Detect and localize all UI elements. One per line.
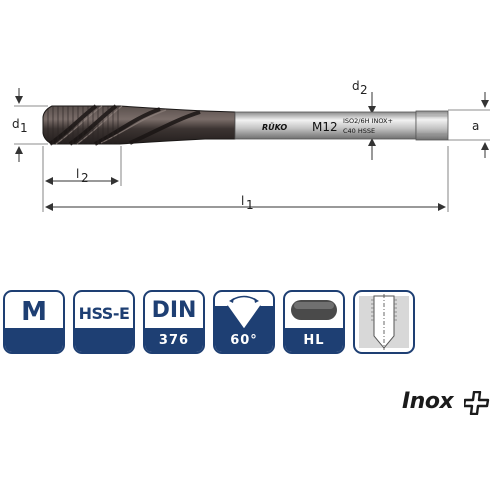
plus-icon xyxy=(464,391,490,415)
badge-din-text: DIN xyxy=(151,298,197,323)
property-badges: M HSS-E DIN 376 60° HL xyxy=(3,290,497,356)
badge-thread-m: M xyxy=(3,290,65,354)
badge-m-text: M xyxy=(21,297,47,327)
extension-lines xyxy=(14,105,490,212)
dimension-l1: l 1 xyxy=(45,194,446,212)
dimension-a: a xyxy=(472,92,489,158)
badge-material-hsse: HSS-E xyxy=(73,290,135,354)
d2-subscript: 2 xyxy=(360,83,368,97)
tool-spec-line1: ISO2/6H INOX+ xyxy=(343,117,393,125)
dimension-d2: d 2 xyxy=(352,79,376,160)
inox-plus-logo: Inox xyxy=(402,389,496,419)
a-label: a xyxy=(472,119,479,133)
badge-band xyxy=(5,328,63,352)
badge-band xyxy=(145,328,203,352)
badge-din-number: 376 xyxy=(158,333,190,348)
tool-size-engraving: M12 xyxy=(312,120,338,134)
l1-label: l xyxy=(241,194,244,208)
badge-hl-text: HL xyxy=(303,333,325,348)
d1-subscript: 1 xyxy=(20,121,28,135)
tool-brand-engraving: RÜKO xyxy=(262,122,287,132)
badge-thread-angle: 60° xyxy=(213,290,275,354)
tool-spec-line2: C40 HSSE xyxy=(343,127,375,135)
d1-label: d xyxy=(12,117,20,131)
spiral-flute-icon xyxy=(291,300,337,320)
dimension-d1: d 1 xyxy=(12,88,28,162)
blind-hole-icon xyxy=(359,294,409,350)
l2-subscript: 2 xyxy=(81,171,89,185)
thread-angle-icon xyxy=(215,295,273,332)
tap-tool: RÜKO M12 ISO2/6H INOX+ C40 HSSE xyxy=(42,104,449,146)
badge-left-hand-spiral: HL xyxy=(283,290,345,354)
badge-blind-hole xyxy=(353,290,415,354)
spiral-flutes xyxy=(48,104,201,146)
l2-label: l xyxy=(76,167,79,181)
badge-angle-text: 60° xyxy=(230,333,258,348)
l1-subscript: 1 xyxy=(246,198,254,212)
dimension-l2: l 2 xyxy=(45,167,119,185)
badge-hsse-text: HSS-E xyxy=(78,304,130,323)
badge-band xyxy=(75,328,133,352)
technical-drawing: d 1 d 2 a l 2 l 1 xyxy=(12,79,490,212)
badge-standard-din: DIN 376 xyxy=(143,290,205,354)
badge-band xyxy=(215,328,273,352)
inox-logo-text: Inox xyxy=(402,389,454,414)
badge-band xyxy=(285,328,343,352)
d2-label: d xyxy=(352,79,360,93)
